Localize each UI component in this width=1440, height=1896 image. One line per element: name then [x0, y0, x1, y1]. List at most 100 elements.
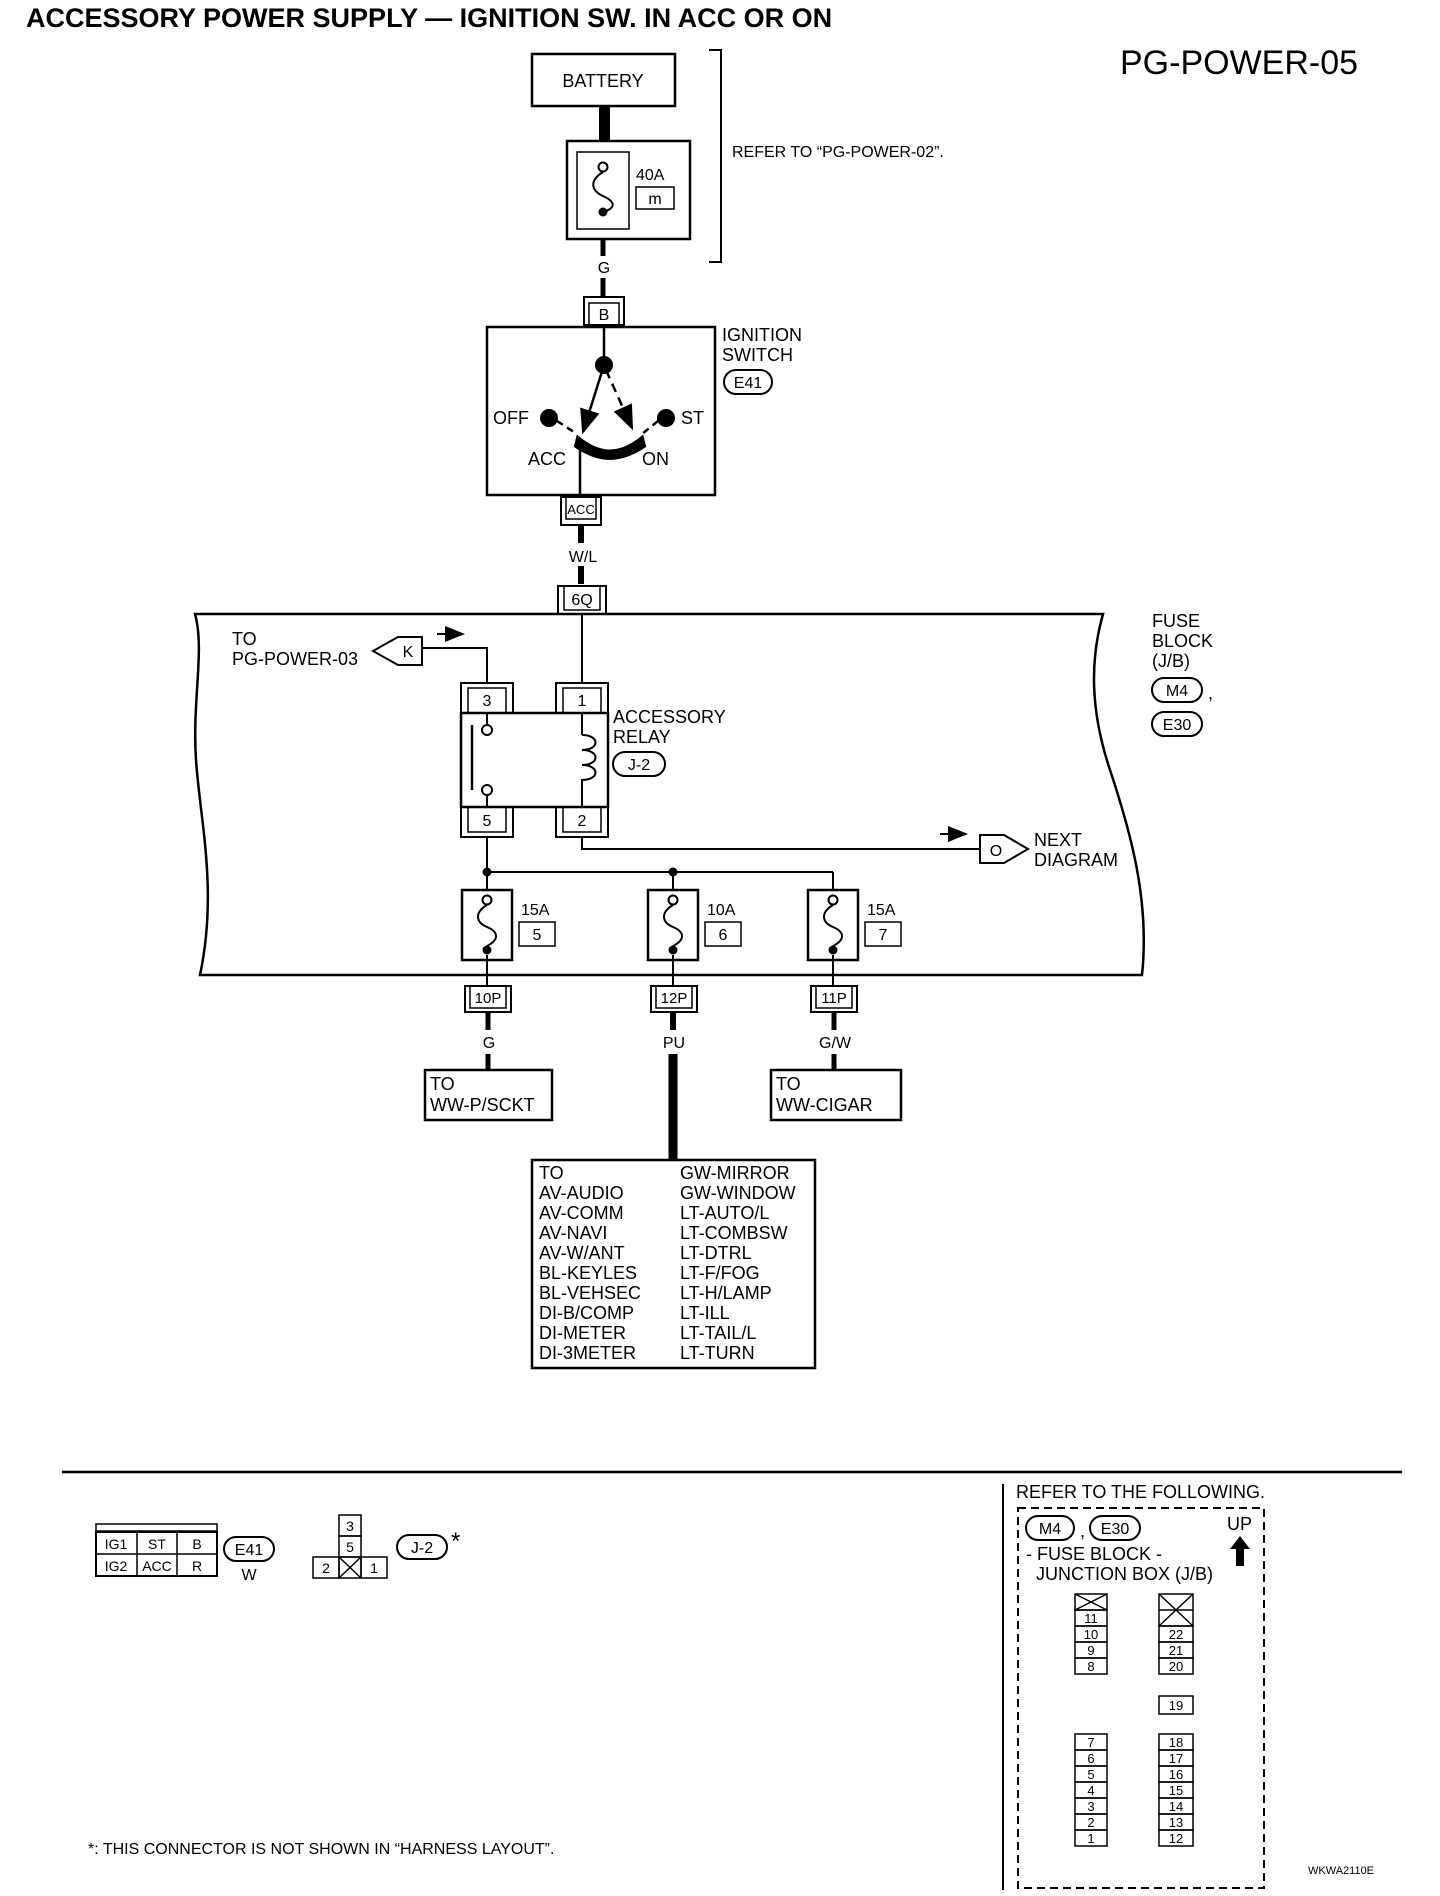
- e41-pin: ST: [148, 1536, 166, 1552]
- fuse-slot-label: 13: [1169, 1815, 1183, 1830]
- fuse-6-id: 6: [719, 927, 728, 944]
- up-arrow-icon: [1230, 1536, 1250, 1566]
- fusible-link-symbol: [592, 171, 614, 213]
- fuse-block-outline: [193, 612, 1146, 977]
- wire-color-wl: W/L: [569, 549, 598, 566]
- terminal-6q: 6Q: [571, 592, 592, 609]
- dest-list-box: [530, 1158, 817, 1370]
- to-pg-power-03-line1: TO: [232, 629, 257, 649]
- dest-list-item: LT-ILL: [680, 1303, 730, 1323]
- dest-list-item: TO: [539, 1163, 564, 1183]
- relay-pin-1: 1: [578, 693, 587, 710]
- battery-wire: [599, 106, 610, 142]
- wire-color-pu: PU: [663, 1035, 685, 1052]
- fuse-7-amp: 15A: [867, 902, 896, 919]
- terminal-k-arrow: [370, 636, 423, 666]
- reference-connector-m4: M4: [1039, 1521, 1061, 1538]
- dest-list-left: TO AV-AUDIO AV-COMM AV-NAVI AV-W/ANT BL-…: [539, 1163, 641, 1363]
- relay-connector: J-2: [628, 757, 650, 774]
- dest-list-item: BL-VEHSEC: [539, 1283, 641, 1303]
- relay-pin-5: 5: [483, 813, 492, 830]
- reference-header: REFER TO THE FOLLOWING.: [1016, 1482, 1265, 1502]
- terminal-acc: ACC: [567, 502, 594, 517]
- next-diagram-line1: NEXT: [1034, 830, 1082, 850]
- ignition-switch-connector: E41: [734, 375, 763, 392]
- e41-connector-color: W: [241, 1567, 257, 1584]
- fuse-slot-label: 20: [1169, 1659, 1183, 1674]
- fuse-slot-label: 1: [1087, 1831, 1094, 1846]
- j2-pin: 3: [346, 1518, 354, 1534]
- switch-pos-acc: ACC: [528, 449, 566, 469]
- fuse-slot-label: 7: [1087, 1735, 1094, 1750]
- switch-acc-on-bar: [573, 434, 647, 460]
- terminal-k: K: [403, 644, 414, 661]
- fuse-5-amp: 15A: [521, 902, 550, 919]
- ignition-switch-label-1: IGNITION: [722, 325, 802, 345]
- dest-list-item: AV-COMM: [539, 1203, 624, 1223]
- dest-psckt-line2: WW-P/SCKT: [430, 1095, 535, 1115]
- fuse-slot-label: 18: [1169, 1735, 1183, 1750]
- switch-off-contact: [540, 409, 558, 427]
- fuse-7: [806, 888, 860, 962]
- j2-pin: 1: [370, 1560, 378, 1576]
- dest-list-item: LT-AUTO/L: [680, 1203, 769, 1223]
- fuse-slot-label: 21: [1169, 1643, 1183, 1658]
- dest-list-item: LT-TURN: [680, 1343, 755, 1363]
- fuse-block-connector-m4: M4: [1166, 683, 1188, 700]
- dest-list-item: LT-TAIL/L: [680, 1323, 756, 1343]
- fuse-block-connector-e30: E30: [1163, 717, 1192, 734]
- e41-pin: ACC: [142, 1558, 172, 1574]
- figure-code: WKWA2110E: [1308, 1865, 1374, 1877]
- j2-pin: 2: [322, 1560, 330, 1576]
- fuse-6: [646, 888, 700, 962]
- dest-list-item: AV-W/ANT: [539, 1243, 625, 1263]
- fuse-slot-label: 2: [1087, 1815, 1094, 1830]
- dest-cigar-box: [769, 1068, 903, 1122]
- fuse-5: [460, 888, 514, 962]
- dest-cigar-line1: TO: [776, 1074, 801, 1094]
- fuse-7-id: 7: [879, 927, 888, 944]
- switch-pos-off: OFF: [493, 408, 529, 428]
- dest-psckt-box: [423, 1068, 554, 1122]
- e41-pin: IG1: [105, 1536, 128, 1552]
- reference-left-lower-slots: [1074, 1733, 1108, 1847]
- terminal-11p: 11P: [821, 990, 847, 1007]
- fuse-slot-label: 9: [1087, 1643, 1094, 1658]
- refer-bracket: [709, 49, 722, 263]
- fuse-slot-label: 17: [1169, 1751, 1183, 1766]
- fusible-link-box: [565, 139, 692, 241]
- reference-line2: JUNCTION BOX (J/B): [1036, 1564, 1213, 1584]
- fuse-slot-label: 12: [1169, 1831, 1183, 1846]
- battery-label: BATTERY: [562, 71, 643, 91]
- j2-asterisk: *: [451, 1528, 460, 1555]
- terminal-12p: 12P: [661, 990, 688, 1007]
- fuse-block-comma: ,: [1208, 683, 1213, 703]
- reference-right-upper-slots: [1158, 1625, 1194, 1675]
- reference-right-mid-slot: [1158, 1695, 1194, 1715]
- page-code: PG-POWER-05: [1120, 44, 1358, 82]
- dest-list-item: AV-AUDIO: [539, 1183, 624, 1203]
- e41-connector-id: E41: [235, 1542, 264, 1559]
- e41-pin: R: [192, 1558, 202, 1574]
- wire-color-gw: G/W: [819, 1035, 852, 1052]
- footnote: *: THIS CONNECTOR IS NOT SHOWN IN “HARNE…: [88, 1841, 554, 1858]
- fuse-slot-label: 14: [1169, 1799, 1183, 1814]
- dest-list-item: BL-KEYLES: [539, 1263, 637, 1283]
- j2-pin: 5: [346, 1539, 354, 1555]
- ignition-switch-label-2: SWITCH: [722, 345, 793, 365]
- to-pg-power-03-line2: PG-POWER-03: [232, 649, 358, 669]
- fuse-slot-label: 3: [1087, 1799, 1094, 1814]
- fuse-block-label-2: BLOCK: [1152, 631, 1213, 651]
- e41-pin: B: [192, 1536, 201, 1552]
- reference-right-lower-slots: [1158, 1733, 1194, 1847]
- dest-psckt-line1: TO: [430, 1074, 455, 1094]
- fuse-block-label-1: FUSE: [1152, 611, 1200, 631]
- j2-connector-face: [312, 1514, 388, 1579]
- fuse-slot-label: 5: [1087, 1767, 1094, 1782]
- terminal-b: B: [599, 307, 610, 324]
- dest-list-item: LT-DTRL: [680, 1243, 752, 1263]
- ignition-switch-box: [485, 325, 717, 497]
- reference-up-label: UP: [1227, 1514, 1252, 1534]
- dest-list-item: GW-WINDOW: [680, 1183, 796, 1203]
